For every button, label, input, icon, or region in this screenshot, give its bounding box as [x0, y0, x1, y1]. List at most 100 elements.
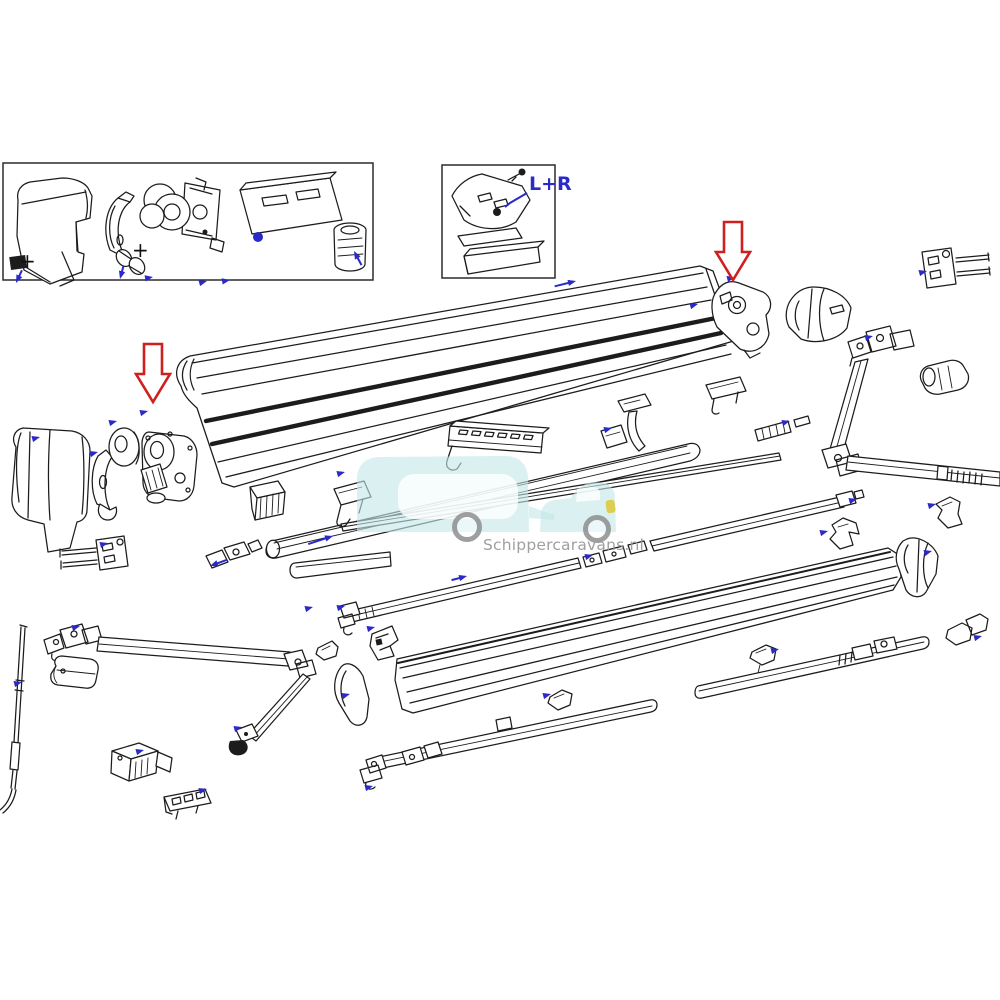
motor-assembly-part	[139, 177, 225, 253]
blue-tick-mark	[233, 725, 242, 733]
hatched-bracket	[249, 480, 286, 521]
arm-lower-left	[247, 673, 311, 742]
inset-box-lr: L+R	[441, 164, 572, 279]
lead-rail-bracket	[369, 625, 399, 661]
blue-tick-mark	[198, 279, 207, 287]
fastener-square	[9, 254, 27, 271]
right-arm-lower	[845, 455, 1000, 487]
blue-tick-mark	[819, 529, 828, 537]
blue-tick-mark	[99, 541, 108, 549]
support-rod-1	[359, 699, 658, 790]
watermark-caravan-wheel	[452, 512, 482, 542]
red-highlight-arrow	[133, 342, 173, 405]
blue-tick-mark	[221, 278, 230, 285]
small-roller-cylinder	[140, 463, 168, 504]
lead-rail-clip	[315, 640, 339, 661]
clip-bottom-right	[749, 644, 777, 674]
clip-right	[935, 496, 963, 529]
end-cap-part	[16, 177, 93, 287]
blue-arrow-mark	[118, 266, 126, 279]
sleeve-part	[50, 655, 99, 689]
inset-lr-border	[441, 164, 556, 279]
watermark-caravan-window	[398, 474, 518, 519]
right-arm-upper	[829, 358, 869, 453]
inset-box-left: + +	[2, 162, 374, 287]
watermark-yellow-marker	[605, 499, 616, 514]
blue-tick-mark	[603, 426, 612, 434]
case-end-cap-right	[785, 286, 852, 343]
case-dark-stripe-1	[203, 315, 719, 424]
blue-tick-mark	[13, 680, 22, 688]
arm-foot	[228, 723, 259, 756]
blue-tick-mark	[927, 502, 936, 510]
inset-left-border	[2, 162, 374, 281]
blue-arrow-mark	[16, 269, 23, 283]
blue-tick-mark	[584, 553, 593, 561]
box-part	[110, 742, 173, 782]
red-arrows-layer	[133, 220, 753, 405]
blue-marks-layer	[13, 251, 982, 795]
motor-housing	[11, 427, 91, 553]
ring-disc	[108, 427, 140, 467]
roller-tube-open-end	[265, 539, 281, 559]
watermark-text: Schippercaravans.nl	[483, 536, 644, 554]
clip-mid	[547, 689, 573, 711]
blue-tick-mark	[781, 419, 790, 427]
claw-clip	[829, 517, 860, 550]
watermark-car-window	[576, 487, 600, 502]
blue-arrow-mark	[554, 279, 576, 288]
blue-tick-mark	[198, 787, 207, 795]
blue-tick-mark	[71, 624, 80, 632]
plus-mark-right: +	[132, 238, 149, 262]
roller-tube-adapter	[754, 415, 811, 442]
blue-tick-mark	[135, 748, 144, 756]
red-highlight-arrow	[713, 220, 753, 283]
blue-tick-mark	[864, 334, 873, 342]
rafter-tube	[337, 557, 582, 636]
crank-rod	[0, 624, 28, 814]
c-bracket	[91, 449, 118, 521]
slotted-bracket	[163, 788, 212, 820]
roof-clamp	[705, 376, 747, 415]
plate-part-lr	[457, 227, 523, 247]
mounting-bracket-part	[105, 191, 135, 259]
hanging-bracket	[600, 393, 652, 452]
blue-tick-mark	[770, 647, 779, 655]
blue-tick-mark	[364, 784, 373, 792]
roller-part	[115, 248, 146, 276]
blue-tick-mark	[139, 409, 148, 417]
arm-elbow-left	[283, 649, 317, 679]
bracket-part-lr	[451, 168, 531, 230]
lr-leader-line	[504, 192, 528, 208]
case-end-bracket	[711, 280, 772, 359]
blue-tick-mark	[89, 450, 98, 458]
spring-sleeve	[919, 359, 970, 395]
perforated-mounting-bar	[445, 420, 550, 471]
watermark: Schippercaravans.nl	[357, 456, 644, 554]
plus-mark-left: +	[19, 249, 36, 273]
rafter-extension-tube	[649, 489, 865, 552]
blue-tick-mark	[542, 692, 551, 700]
pronged-connector-right	[921, 247, 991, 289]
rafter-connectors	[582, 540, 648, 568]
control-box-part	[239, 171, 343, 242]
blue-tick-mark	[31, 435, 40, 443]
blue-tick-mark	[689, 302, 698, 310]
blue-tick-mark	[848, 497, 857, 505]
blue-tick-mark	[973, 634, 982, 642]
blue-tick-mark	[336, 604, 345, 612]
blue-tick-mark	[336, 470, 345, 478]
blue-tick-mark	[923, 549, 932, 557]
blue-tick-mark	[108, 419, 117, 427]
adapter-cylinder-part	[333, 222, 367, 272]
blue-dot-mark	[253, 232, 263, 242]
blue-arrow-mark	[307, 535, 333, 545]
lr-label: L+R	[529, 173, 572, 195]
arm-upper-left	[96, 636, 291, 667]
blue-arrow-mark	[451, 574, 467, 582]
watermark-car-wheel	[583, 515, 611, 543]
lead-rail-corner-cover	[334, 663, 370, 726]
right-arm-mount	[847, 325, 915, 367]
